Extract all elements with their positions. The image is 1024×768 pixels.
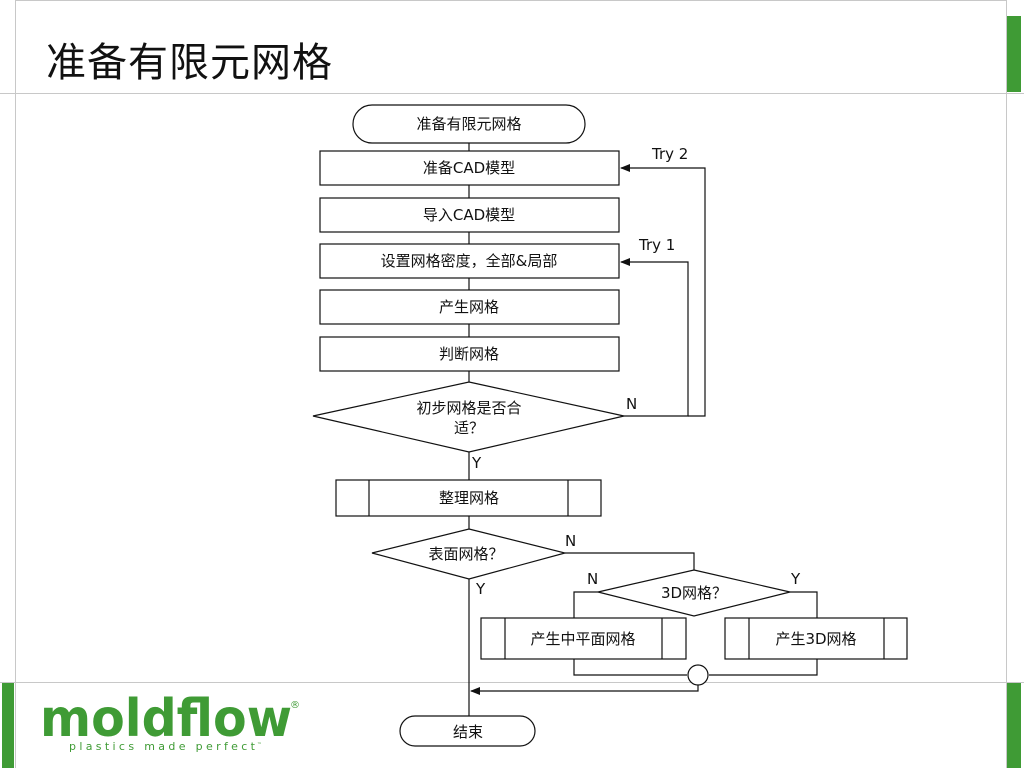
title-underline xyxy=(0,93,1024,94)
end-node: 结束 xyxy=(399,715,536,747)
label-try1: Try 1 xyxy=(638,236,675,254)
process-cad: 准备CAD模型 xyxy=(319,150,620,186)
logo-registered-mark: ® xyxy=(290,700,300,711)
logo-trademark: ™ xyxy=(257,742,262,748)
edge-midplane-merge xyxy=(573,659,687,676)
moldflow-logo: moldflow ® plastics made perfect ™ xyxy=(40,689,300,753)
edge-loop-try2 xyxy=(620,164,706,417)
edge-3d-merge xyxy=(709,659,818,676)
decision-initial-label-line1: 初步网格是否合 xyxy=(416,399,521,417)
label-y-3d: Y xyxy=(790,570,801,588)
decision-3d-label: 3D网格？ xyxy=(661,584,727,602)
decision-3d: 3D网格？ xyxy=(597,569,791,617)
start-label: 准备有限元网格 xyxy=(416,115,521,133)
process-density: 设置网格密度，全部&局部 xyxy=(319,243,620,279)
process-generate-label: 产生网格 xyxy=(439,298,499,316)
edge-merge-main xyxy=(470,685,699,695)
flow-edges xyxy=(468,143,818,716)
predefined-midplane: 产生中平面网格 xyxy=(480,617,687,660)
predefined-midplane-label: 产生中平面网格 xyxy=(530,630,635,648)
start-node: 准备有限元网格 xyxy=(352,104,586,144)
label-n-initial: N xyxy=(626,395,637,413)
label-y-initial: Y xyxy=(471,454,482,472)
process-judge: 判断网格 xyxy=(319,336,620,372)
predefined-clean: 整理网格 xyxy=(335,479,602,517)
process-cad-label: 准备CAD模型 xyxy=(423,159,515,177)
decision-surface: 表面网格？ xyxy=(371,528,568,580)
process-import: 导入CAD模型 xyxy=(319,197,620,233)
decision-initial: 初步网格是否合 适？ xyxy=(312,381,625,453)
left-border xyxy=(15,0,16,768)
process-judge-label: 判断网格 xyxy=(439,345,499,363)
predefined-3d: 产生3D网格 xyxy=(724,617,908,660)
process-density-label: 设置网格密度，全部&局部 xyxy=(381,252,558,270)
label-try2: Try 2 xyxy=(651,145,688,163)
edge-loop-try1 xyxy=(620,258,689,417)
decision-surface-label: 表面网格？ xyxy=(428,545,503,563)
edge-3d-yes xyxy=(790,591,818,618)
predefined-clean-label: 整理网格 xyxy=(439,489,499,507)
footer-left-accent-bar xyxy=(2,683,14,768)
predefined-3d-label: 产生3D网格 xyxy=(775,630,856,648)
logo-tagline: plastics made perfect xyxy=(69,740,256,753)
label-y-surface: Y xyxy=(475,580,486,598)
title-accent-bar xyxy=(1007,16,1021,92)
slide-title: 准备有限元网格 xyxy=(46,40,333,86)
footer-line xyxy=(0,682,1024,683)
decision-initial-label-line2: 适？ xyxy=(454,419,484,437)
top-border xyxy=(15,0,1007,1)
merge-connector xyxy=(687,664,709,686)
edge-labels: Try 2 Try 1 N Y N Y N Y xyxy=(471,145,801,598)
label-n-surface: N xyxy=(565,532,576,550)
edge-3d-no xyxy=(573,591,598,618)
edge-surface-no xyxy=(565,552,695,570)
process-generate: 产生网格 xyxy=(319,289,620,325)
process-import-label: 导入CAD模型 xyxy=(423,206,515,224)
logo-wordmark: moldflow xyxy=(40,689,292,749)
right-border xyxy=(1006,0,1007,768)
footer-accent-bar xyxy=(1007,683,1021,768)
label-n-3d: N xyxy=(587,570,598,588)
end-label: 结束 xyxy=(453,723,483,741)
